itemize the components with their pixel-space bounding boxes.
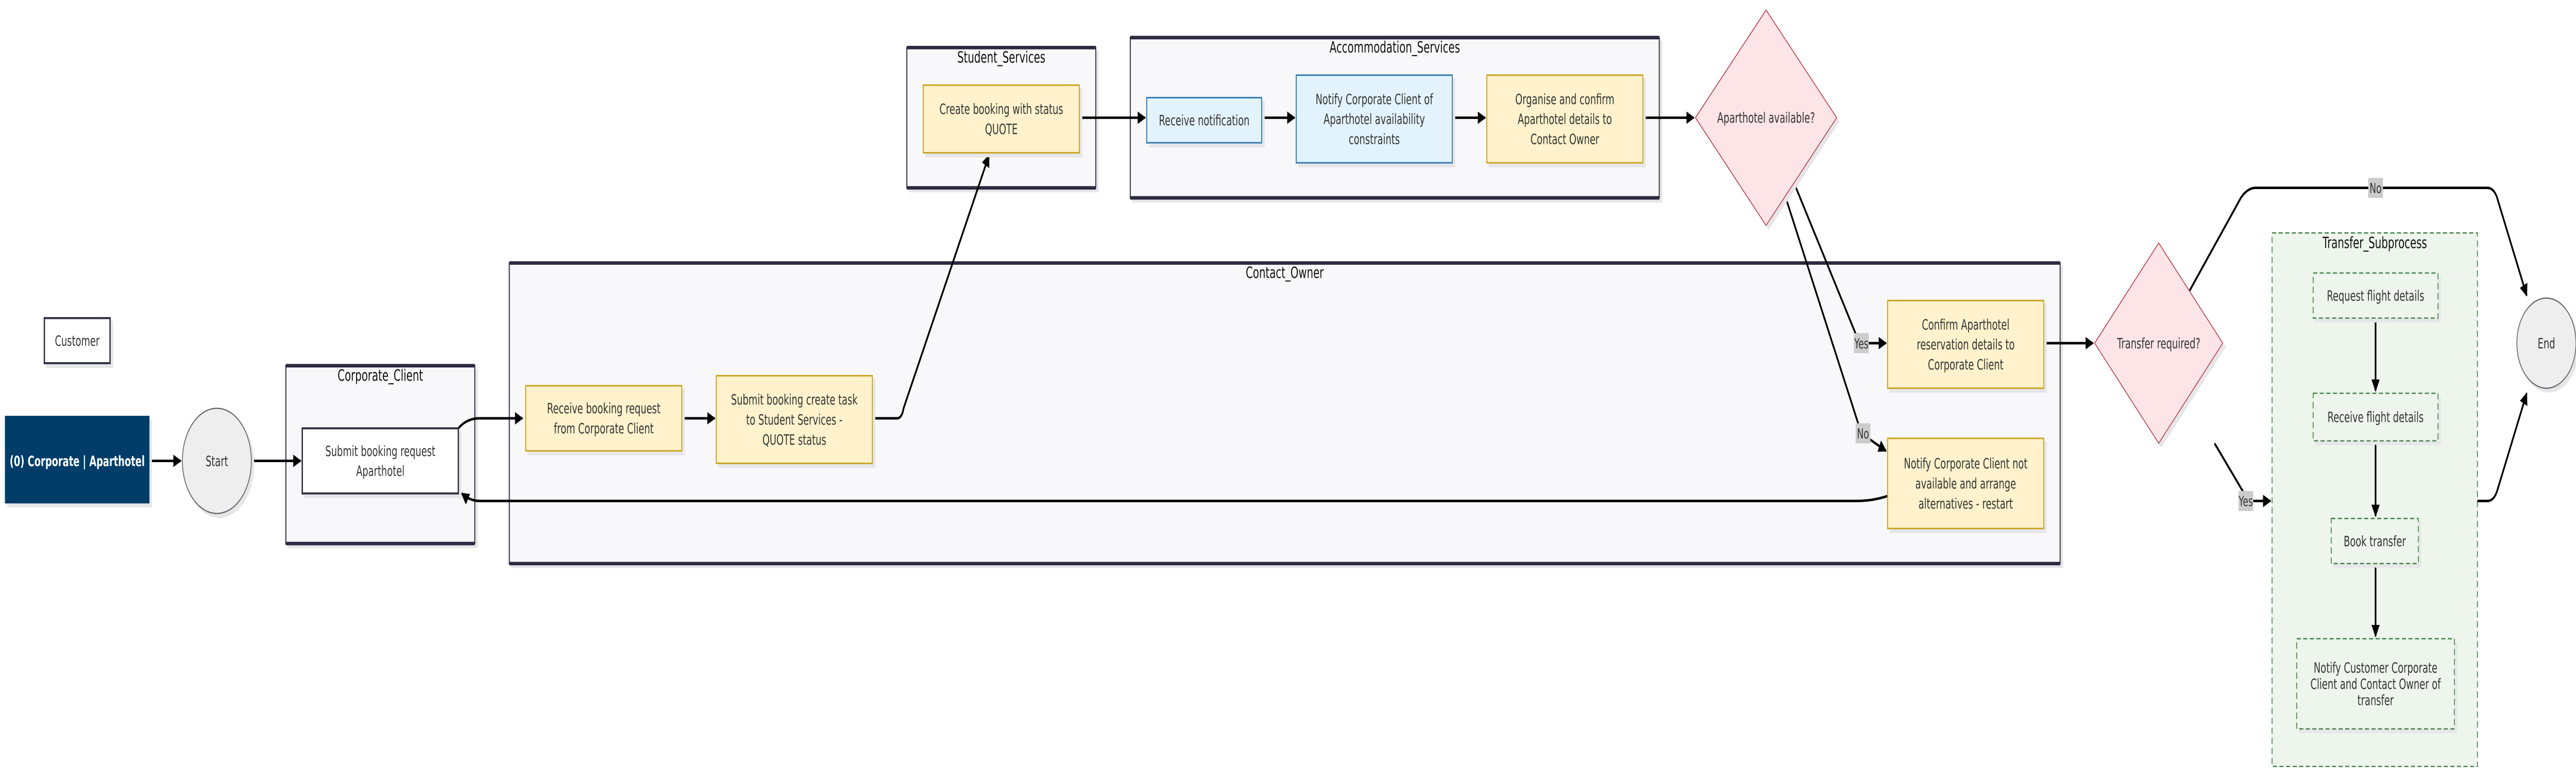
task-label-line: QUOTE [985,122,1018,138]
task-label-line: QUOTE status [762,432,826,448]
task-label: Receive notification [1159,113,1249,129]
lane-title: Student_Services [957,48,1045,66]
task-notify-unavailable[interactable]: Notify Corporate Client not available and… [1887,437,2044,530]
task-label-line: Book transfer [2344,534,2406,550]
task-label: Submit booking create task to Student Ser… [731,393,858,449]
task-confirm-reservation[interactable]: Confirm Aparthotel reservation details to… [1887,299,2044,390]
entry-label: (0) Corporate | Aparthotel [10,454,145,470]
task-label-line: to Student Services - [746,412,842,428]
task-label-line: Aparthotel availability [1324,112,1425,128]
lane-title: Contact_Owner [1246,264,1324,282]
task-label-line: Submit booking create task [731,393,858,409]
decision-label: Aparthotel available? [1717,111,1815,127]
task-label-line: Receive notification [1159,113,1249,129]
edge-label-text: No [2369,181,2381,197]
task-label-line: Organise and confirm [1515,92,1615,108]
task-label-line: Create booking with status [939,102,1063,118]
task-label-line: constraints [1349,132,1400,148]
task-book-transfer[interactable]: Book transfer [2331,518,2419,565]
task-receive-flight[interactable]: Receive flight details [2312,393,2438,442]
task-create-task[interactable]: Submit booking create task to Student Ser… [716,375,873,464]
edge-unavailable-to-submit [461,492,1888,505]
task-label-line: Notify Corporate Client of [1315,92,1433,108]
edge-label-text: Yes [1854,336,1869,352]
legend-label: Customer [55,333,100,349]
task-label-line: Notify Customer Corporate [2314,661,2437,676]
task-label-line: Receive booking request [547,401,660,417]
task-label: Book transfer [2344,534,2406,550]
end-event-label: End [2538,336,2555,352]
legend-customer: Customer [43,317,111,364]
edge-label-no2: No [2368,178,2383,198]
task-label-line: available and arrange [1916,476,2016,492]
decision-transfer-required[interactable]: Transfer required? [2094,242,2224,444]
task-label-line: Client and Contact Owner of [2311,676,2442,692]
task-label-line: Aparthotel details to [1518,112,1612,128]
task-label: Request flight details [2327,289,2424,304]
edge-label-no1: No [1855,423,1871,444]
task-receive-request[interactable]: Receive booking request from Corporate Cl… [525,385,683,452]
task-label-line: Corporate Client [1928,357,2004,373]
start-event[interactable]: Start [182,408,252,514]
end-event[interactable]: End [2516,297,2576,389]
task-label-line: reservation details to [1917,337,2014,353]
task-label-line: Confirm Aparthotel [1922,317,2009,333]
decision-label: Transfer required? [2116,336,2200,352]
task-request-flight[interactable]: Request flight details [2312,272,2438,319]
start-event-label: Start [206,454,228,470]
task-label: Receive flight details [2328,410,2424,426]
task-label-line: from Corporate Client [554,421,654,437]
task-label-line: alternatives - restart [1919,496,2013,512]
edge-create-task-to-create-booking [872,154,990,420]
edge-label-text: Yes [2238,494,2253,510]
entry-corporate-aparthotel[interactable]: (0) Corporate | Aparthotel [5,416,150,504]
lane-title: Transfer_Subprocess [2322,234,2427,252]
lane-title: Accommodation_Services [1330,39,1460,57]
task-label-line: transfer [2358,693,2394,709]
edge-label-text: No [1857,426,1869,442]
task-label-line: Aparthotel [356,464,404,480]
task-label: Confirm Aparthotel reservation details to… [1917,317,2014,374]
task-notify-constraints[interactable]: Notify Corporate Client of Aparthotel ava… [1295,74,1453,164]
task-label-line: Receive flight details [2328,410,2424,426]
task-label-line: Contact Owner [1531,132,1600,148]
edge-label-yes2: Yes [2238,490,2253,511]
edge-submit-to-receive [457,412,523,430]
task-receive-notification[interactable]: Receive notification [1146,97,1262,144]
task-label-line: Submit booking request [325,444,435,460]
task-label: Notify Corporate Client not available and… [1904,456,2027,512]
edge-subprocess-to-end [2477,392,2528,502]
edge-label-yes1: Yes [1854,333,1869,353]
lane-title: Corporate_Client [337,367,423,385]
task-label: Receive booking request from Corporate Cl… [547,401,660,437]
task-label-line: Request flight details [2327,289,2424,304]
task-label: Notify Corporate Client of Aparthotel ava… [1315,92,1433,148]
task-label-line: Notify Corporate Client not [1904,456,2027,472]
decision-aparthotel-available[interactable]: Aparthotel available? [1694,9,1837,226]
